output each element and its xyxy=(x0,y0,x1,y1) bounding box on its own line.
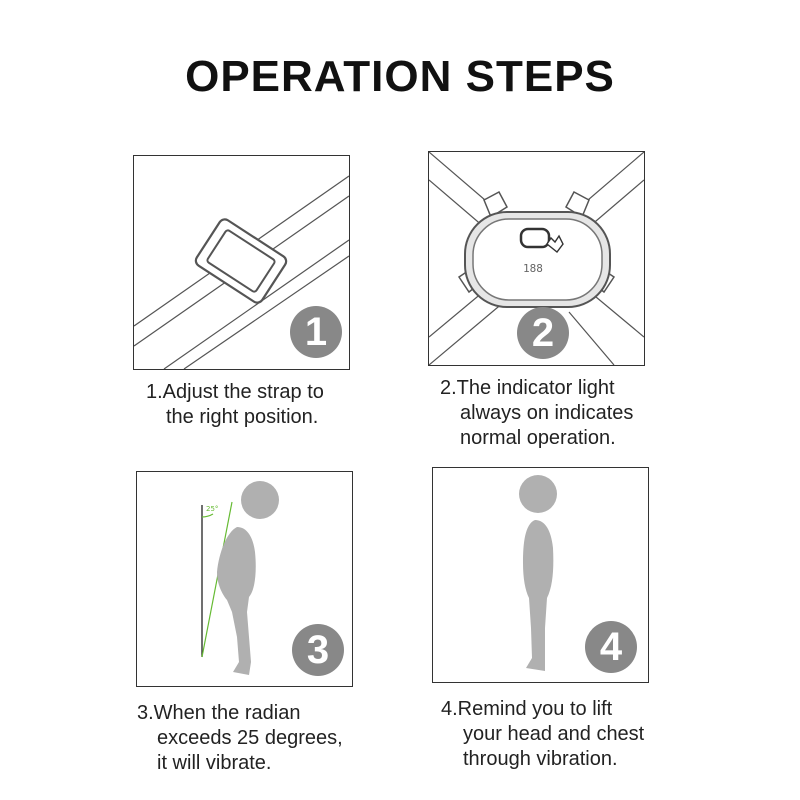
buckle-icon xyxy=(194,218,288,304)
strap-illustration xyxy=(134,175,349,369)
step-1-caption: 1.Adjust the strap to the right position… xyxy=(146,381,324,428)
step-1-badge: 1 xyxy=(290,306,342,358)
step-4-badge: 4 xyxy=(585,621,637,673)
step-1-panel: 1 xyxy=(133,155,350,370)
step-4-panel: 4 xyxy=(432,467,649,683)
step-2-badge: 2 xyxy=(517,307,569,359)
step-2-caption: 2.The indicator light always on indicate… xyxy=(440,377,634,449)
display-readout: 188 xyxy=(523,262,543,275)
step-2-panel: 188 2 xyxy=(428,151,645,366)
upright-figure-illustration xyxy=(519,475,557,671)
page-title: OPERATION STEPS xyxy=(185,52,615,101)
step-3-caption: 3.When the radian exceeds 25 degrees, it… xyxy=(137,702,343,774)
angle-label: 25° xyxy=(206,505,218,513)
device-illustration: 188 xyxy=(429,152,644,365)
step-4-caption: 4.Remind you to lift your head and chest… xyxy=(441,698,645,770)
step-3-badge: 3 xyxy=(292,624,344,676)
leaning-figure-illustration: 25° xyxy=(201,481,279,675)
step-3-panel: 25° 3 xyxy=(136,471,353,687)
